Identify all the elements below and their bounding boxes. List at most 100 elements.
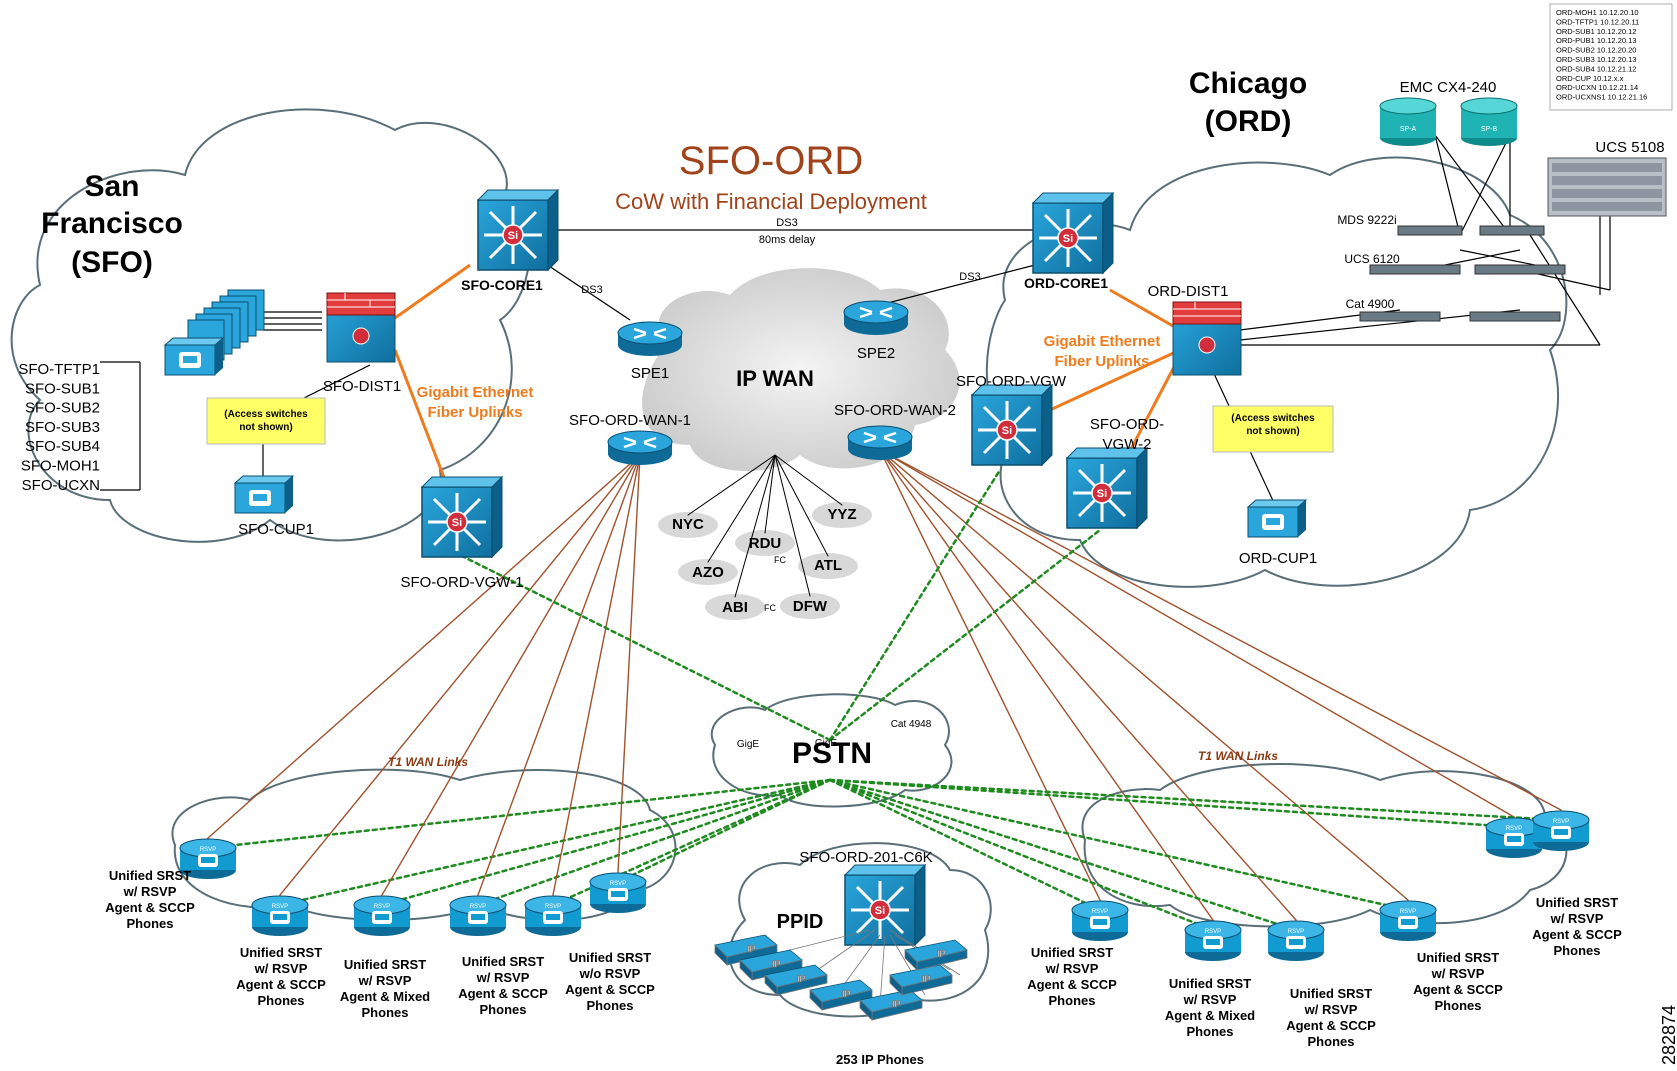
t1-wan-link (477, 454, 641, 896)
branch-label-line: Agent & Mixed (340, 989, 430, 1004)
wan-site-dfw: DFW (793, 598, 828, 615)
ord-server-item: ORD-TFTP1 10.12.20.11 (1556, 17, 1639, 26)
t1-wan-link (879, 449, 1515, 818)
ord-access-note-2: not shown) (1246, 426, 1299, 437)
ord-cup1-label: ORD-CUP1 (1239, 550, 1317, 567)
sfo-ord-vgw1-switch (420, 475, 504, 559)
t1-links-left-label: T1 WAN Links (388, 755, 468, 769)
sfo-site-name-2: Francisco (41, 207, 183, 240)
pstn-link (476, 778, 832, 907)
sfo-server-item: SFO-MOH1 (21, 458, 100, 475)
sfo-vgw1-label: SFO-ORD-VGW-1 (400, 574, 523, 591)
srst-router (353, 895, 411, 937)
ord-vgw-label: SFO-ORD-VGW (956, 373, 1067, 390)
ord-server-item: ORD-UCXNS1 10.12.21.16 (1556, 93, 1647, 102)
t1-wan-link (207, 454, 641, 839)
wan-site-nyc: NYC (672, 516, 704, 533)
t1-wan-link (879, 449, 1101, 901)
branch-label-line: Phones (1308, 1034, 1355, 1049)
pstn-link (828, 778, 1102, 912)
ord-site-name-1: Chicago (1189, 67, 1307, 100)
wan-site-link (734, 454, 776, 598)
ord-dist1-switch (1172, 301, 1242, 376)
srst-router (1071, 900, 1129, 942)
wan-site-link (774, 454, 811, 597)
branch-label-line: Phones (362, 1005, 409, 1020)
t1-wan-link (552, 454, 641, 896)
pstn-link (828, 778, 1410, 912)
gig-uplink-label-2: Fiber Uplinks (427, 404, 522, 421)
diagram-subtitle: CoW with Financial Deployment (615, 189, 927, 214)
t1-wan-link (279, 454, 641, 896)
gige-label-1: GigE (737, 739, 760, 750)
fc-label-2: FC (764, 603, 776, 613)
t1-wan-link (879, 449, 1214, 921)
ppid-phones-label: 253 IP Phones (836, 1052, 924, 1067)
branch-label-line: Phones (1435, 998, 1482, 1013)
branch-label-line: Phones (1049, 993, 1096, 1008)
ucs5108-chassis (1547, 157, 1667, 217)
sfo-server-item: SFO-SUB3 (25, 419, 100, 436)
wan1-label: SFO-ORD-WAN-1 (569, 412, 691, 429)
ord-server-item: ORD-CUP 10.12.x.x (1556, 74, 1624, 83)
srst-router (1379, 900, 1437, 942)
ds3-right-label: DS3 (959, 271, 980, 283)
sfo-site-name-1: San (84, 170, 139, 203)
wan-site-link (687, 454, 776, 516)
t1-links-right-label: T1 WAN Links (1198, 749, 1278, 763)
ord-access-note-box (1212, 405, 1334, 453)
srst-router (449, 895, 507, 937)
branch-label-line: Agent & SCCP (1286, 1018, 1376, 1033)
spa-label: SP-A (1400, 126, 1417, 133)
ppid-switch-label: SFO-ORD-201-C6K (799, 849, 932, 866)
branch-label-line: Agent & SCCP (1532, 927, 1622, 942)
ip-wan-label: IP WAN (736, 366, 814, 391)
wan1-router (606, 429, 674, 467)
emc-label: EMC CX4-240 (1400, 79, 1497, 96)
branch-label-line: w/ RSVP (358, 973, 412, 988)
pstn-link (828, 778, 1563, 822)
delay-label: 80ms delay (759, 234, 816, 246)
ord-server-item: ORD-MOH1 10.12.20.10 (1556, 8, 1639, 17)
t1-wan-link (381, 454, 641, 896)
srst-router (1184, 920, 1242, 962)
wan-site-link (774, 454, 843, 506)
sfo-server-list: SFO-TFTP1SFO-SUB1SFO-SUB2SFO-SUB3SFO-SUB… (18, 361, 100, 494)
datacenter-switches (1359, 225, 1566, 322)
sfo-access-note-box (206, 397, 326, 445)
sfo-core1-switch (476, 188, 560, 272)
wan-site-azo: AZO (692, 564, 724, 581)
branch-label-line: Agent & SCCP (1413, 982, 1503, 997)
ord-core1-switch (1031, 191, 1115, 275)
wan-site-link (764, 454, 776, 534)
sfo-core1-label: SFO-CORE1 (461, 277, 543, 293)
ord-cup1-server (1247, 499, 1307, 538)
spe1-router (616, 320, 684, 358)
ord-dist1-label: ORD-DIST1 (1148, 283, 1229, 300)
branch-label-line: Unified SRST (109, 868, 191, 883)
branch-label-line: Unified SRST (1536, 895, 1618, 910)
sfo-server-item: SFO-SUB4 (25, 438, 100, 455)
pstn-link (380, 778, 832, 907)
cat4948-label: Cat 4948 (891, 719, 932, 730)
spe1-label: SPE1 (631, 365, 669, 382)
wan-site-link (774, 454, 829, 557)
wan-site-atl: ATL (814, 557, 842, 574)
wan-site-link (707, 454, 776, 563)
srst-router (1532, 810, 1590, 852)
pstn-vgw-link (828, 528, 1102, 742)
gig-uplink2-label-2: Fiber Uplinks (1054, 353, 1149, 370)
branch-label-line: Unified SRST (1169, 976, 1251, 991)
ord-vgw2-label-2: VGW-2 (1103, 436, 1152, 453)
branch-label-line: Phones (258, 993, 305, 1008)
branch-label-line: Unified SRST (462, 954, 544, 969)
branch-label-line: w/ RSVP (476, 970, 530, 985)
sfo-server-item: SFO-SUB2 (25, 400, 100, 417)
branch-label-line: Phones (1187, 1024, 1234, 1039)
branch-label-line: Phones (480, 1002, 527, 1017)
sfo-dist1-label: SFO-DIST1 (323, 378, 401, 395)
